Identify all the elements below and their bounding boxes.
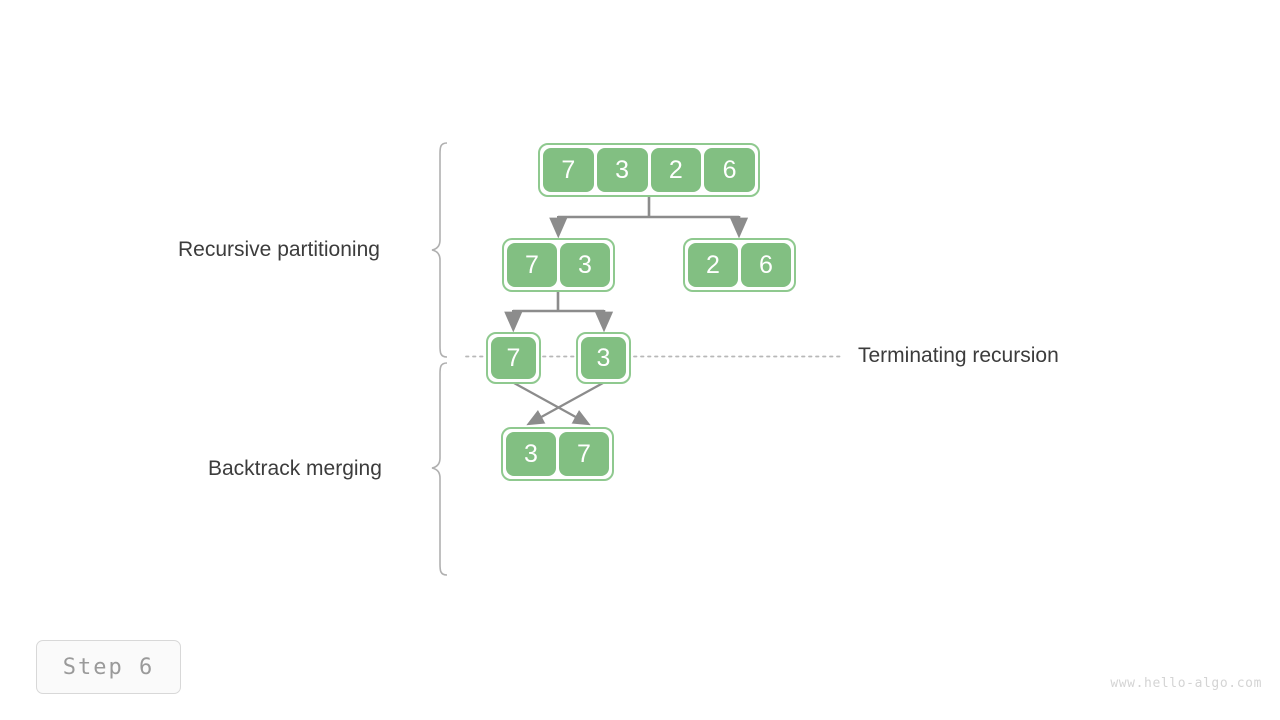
array-cell: 7 <box>559 432 609 476</box>
connector-root-to-level1 <box>549 197 749 239</box>
level1-right-array: 2 6 <box>683 238 796 292</box>
merged-array: 3 7 <box>501 427 614 481</box>
array-cell: 3 <box>596 148 648 192</box>
leaf-left-array: 7 <box>486 332 541 384</box>
array-cell: 7 <box>543 148 594 192</box>
merge-arrows <box>513 382 604 426</box>
brace-backtrack-merging <box>431 362 448 576</box>
watermark: www.hello-algo.com <box>1110 676 1262 691</box>
array-cell: 3 <box>581 337 626 379</box>
array-cell: 7 <box>491 337 536 379</box>
array-cell: 7 <box>507 243 557 287</box>
connector-level1-to-leaves <box>504 292 614 333</box>
array-cell: 6 <box>741 243 791 287</box>
merge-arrow-left-to-right <box>513 382 591 426</box>
step-badge-text: Step 6 <box>62 654 155 680</box>
step-badge: Step 6 <box>36 640 181 694</box>
leaf-right-array: 3 <box>576 332 631 384</box>
array-cell: 2 <box>688 243 738 287</box>
array-cell: 3 <box>506 432 556 476</box>
array-cell: 3 <box>560 243 610 287</box>
brace-recursive-partitioning <box>431 142 448 358</box>
label-backtrack-merging: Backtrack merging <box>208 457 382 480</box>
merge-arrow-right-to-left <box>526 382 604 426</box>
level1-left-array: 7 3 <box>502 238 615 292</box>
label-terminating-recursion: Terminating recursion <box>858 344 1059 367</box>
label-recursive-partitioning: Recursive partitioning <box>178 238 380 261</box>
root-array: 7 3 2 6 <box>538 143 760 197</box>
array-cell: 2 <box>650 148 702 192</box>
array-cell: 6 <box>704 148 755 192</box>
